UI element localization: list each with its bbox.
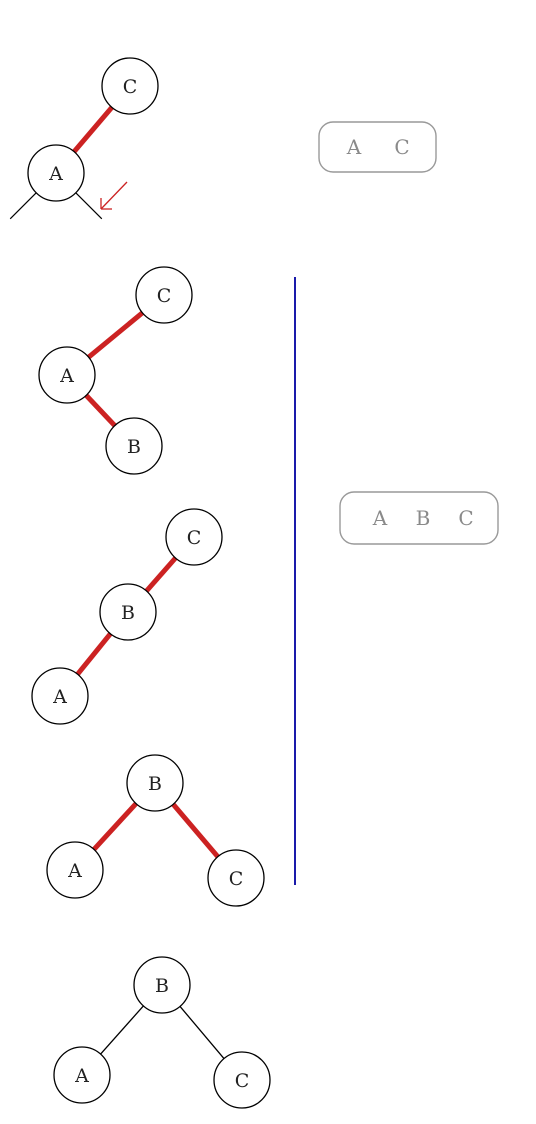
key-box-frame — [318, 121, 437, 173]
node-label: A — [74, 1065, 89, 1087]
key-label: C — [458, 506, 473, 530]
tree-3-edge-c-b — [144, 556, 178, 593]
tree-4-node-c: C — [207, 849, 265, 907]
tree-2-node-c: C — [135, 266, 193, 324]
tree-2-edge-c-a — [87, 310, 144, 360]
node-circle — [126, 754, 184, 812]
tree-5-node-c: C — [213, 1051, 271, 1109]
tree-3: C B A — [31, 508, 223, 725]
tree-1: CA — [9, 57, 159, 220]
tree-1-edge-c-a — [72, 105, 114, 154]
node-circle — [27, 144, 85, 202]
tree-2-edge-a-b — [84, 393, 117, 428]
node-circle — [165, 508, 223, 566]
tree-5-edge-b-c — [179, 1005, 225, 1060]
tree-5-edge-b-a — [100, 1005, 144, 1055]
tree-3-node-b: B — [99, 583, 157, 641]
tree-3-node-a: A — [31, 667, 89, 725]
node-label: A — [67, 860, 82, 882]
tree-1-dangling-right — [75, 192, 103, 220]
node-circle — [105, 417, 163, 475]
insert-arrow-icon — [100, 181, 128, 210]
tree-2-node-a: A — [38, 346, 96, 404]
node-circle — [31, 667, 89, 725]
key-label: C — [394, 135, 409, 159]
node-label: A — [48, 163, 63, 185]
node-circle — [135, 266, 193, 324]
node-label: C — [157, 285, 172, 307]
node-label: B — [127, 436, 141, 458]
tree-1-node-a: A — [27, 144, 85, 202]
key-label: A — [346, 135, 362, 159]
tree-4-edge-b-a — [92, 801, 138, 852]
node-circle — [207, 849, 265, 907]
tree-4-node-b: B — [126, 754, 184, 812]
node-label: B — [148, 773, 162, 795]
node-label: B — [155, 975, 169, 997]
key-box-frame — [339, 491, 499, 545]
tree-5-node-b: B — [133, 956, 191, 1014]
key-label: B — [416, 506, 431, 530]
node-label: A — [59, 365, 74, 387]
node-label: C — [187, 527, 202, 549]
node-circle — [38, 346, 96, 404]
tree-4-edge-b-c — [171, 802, 220, 859]
box-2: A B C — [339, 491, 499, 545]
key-label: A — [372, 506, 388, 530]
node-circle — [213, 1051, 271, 1109]
node-label: A — [52, 686, 67, 708]
tree-3-edge-b-a — [75, 632, 113, 676]
tree-3-node-c: C — [165, 508, 223, 566]
tree-5-node-a: A — [53, 1046, 111, 1104]
tree-2: C A B — [38, 266, 193, 475]
node-circle — [101, 57, 159, 115]
node-circle — [99, 583, 157, 641]
tree-4: B A C — [46, 754, 265, 907]
node-label: C — [229, 868, 244, 890]
tree-2-node-b: B — [105, 417, 163, 475]
tree-4-node-a: A — [46, 841, 104, 899]
node-label: B — [121, 602, 135, 624]
node-circle — [133, 956, 191, 1014]
tree-1-node-c: C — [101, 57, 159, 115]
node-circle — [46, 841, 104, 899]
node-label: C — [123, 76, 138, 98]
tree-5: B A C — [53, 956, 271, 1109]
node-label: C — [235, 1070, 250, 1092]
node-circle — [53, 1046, 111, 1104]
tree-1-dangling-left — [9, 192, 37, 220]
